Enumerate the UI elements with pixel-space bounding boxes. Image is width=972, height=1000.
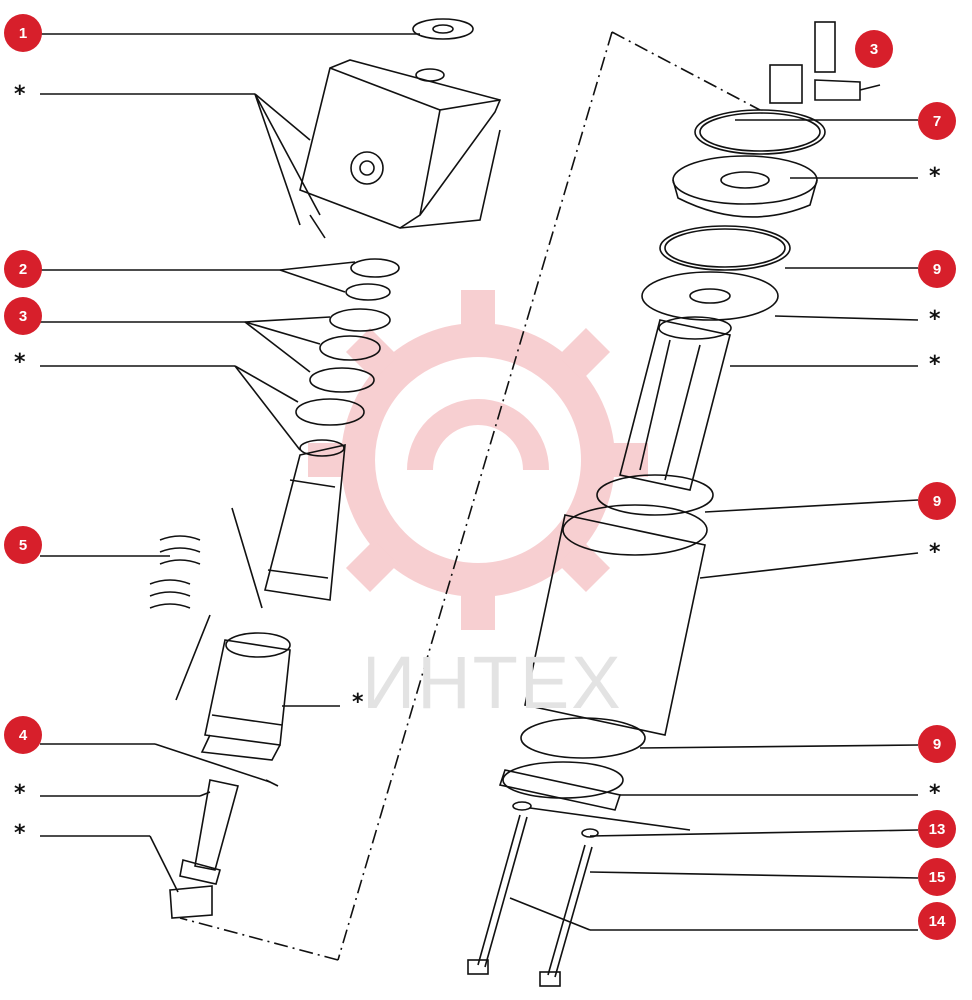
unnumbered-part-marker: * (14, 781, 26, 806)
callout-badge[interactable]: 9 (918, 482, 956, 520)
callout-badge[interactable]: 7 (918, 102, 956, 140)
gear-logo-icon (308, 290, 648, 630)
unnumbered-part-marker: * (929, 164, 941, 189)
watermark-text: ИНТЕХ (362, 641, 623, 724)
callout-badge[interactable]: 5 (4, 526, 42, 564)
unnumbered-part-marker: * (14, 82, 26, 107)
callout-badge[interactable]: 1 (4, 14, 42, 52)
unnumbered-part-marker: * (352, 690, 364, 715)
unnumbered-part-marker: * (14, 821, 26, 846)
callout-badge[interactable]: 9 (918, 250, 956, 288)
unnumbered-part-marker: * (14, 350, 26, 375)
callout-badge[interactable]: 13 (918, 810, 956, 848)
callout-badge[interactable]: 14 (918, 902, 956, 940)
unnumbered-part-marker: * (929, 540, 941, 565)
callout-badge[interactable]: 3 (855, 30, 893, 68)
unnumbered-part-marker: * (929, 781, 941, 806)
unnumbered-part-marker: * (929, 307, 941, 332)
callout-badge[interactable]: 4 (4, 716, 42, 754)
callout-badge[interactable]: 15 (918, 858, 956, 896)
callout-badge[interactable]: 3 (4, 297, 42, 335)
unnumbered-part-marker: * (929, 352, 941, 377)
callout-badge[interactable]: 2 (4, 250, 42, 288)
callout-badge[interactable]: 9 (918, 725, 956, 763)
